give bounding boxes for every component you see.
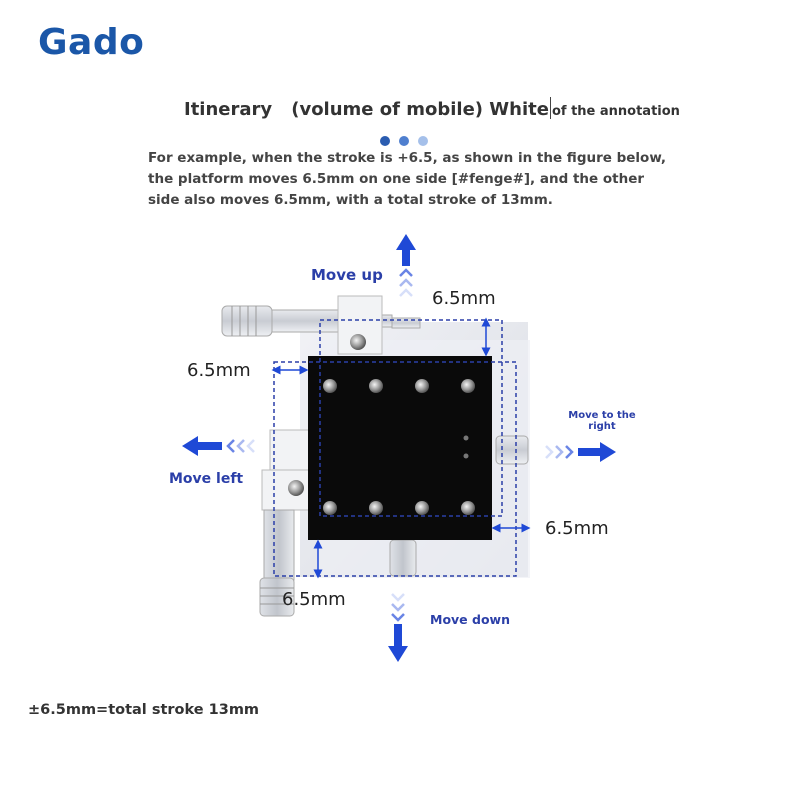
platform-screws xyxy=(323,379,475,515)
dot-2 xyxy=(399,136,409,146)
bottom-knob xyxy=(389,539,417,577)
description-text: For example, when the stroke is +6.5, as… xyxy=(148,150,667,208)
top-lock-screw xyxy=(350,334,366,350)
heading-divider xyxy=(549,97,551,119)
heading-title: Itinerary xyxy=(184,99,273,120)
label-move-left: Move left xyxy=(169,471,243,487)
heading-annotation: of the annotation xyxy=(551,104,680,119)
label-move-right-line1: Move to the xyxy=(568,410,636,421)
total-stroke-note: ±6.5mm=total stroke 13mm xyxy=(28,702,260,718)
left-micrometer xyxy=(259,429,311,617)
label-move-right-line2: right xyxy=(588,421,616,432)
dim-label-left: 6.5mm xyxy=(187,360,251,381)
label-move-up: Move up xyxy=(311,266,383,284)
dot-3 xyxy=(418,136,428,146)
top-micrometer xyxy=(221,295,421,355)
dim-label-right: 6.5mm xyxy=(545,518,609,539)
dim-label-top: 6.5mm xyxy=(432,288,496,309)
dim-label-bottom: 6.5mm xyxy=(282,589,346,610)
heading-subtitle: (volume of mobile) White xyxy=(291,99,549,120)
arrow-left-icon xyxy=(182,436,255,456)
right-knob xyxy=(495,435,529,465)
carousel-dots xyxy=(380,136,428,146)
dot-1 xyxy=(380,136,390,146)
label-move-down: Move down xyxy=(430,612,510,627)
left-lock-screw xyxy=(288,480,304,496)
arrow-right-icon xyxy=(545,442,616,462)
brand-logo: Gado xyxy=(38,22,145,63)
travel-outline-up-right xyxy=(319,319,503,517)
arrow-down-icon xyxy=(388,593,408,662)
travel-outline-left-down xyxy=(273,361,517,577)
arrow-up-icon xyxy=(396,234,416,297)
